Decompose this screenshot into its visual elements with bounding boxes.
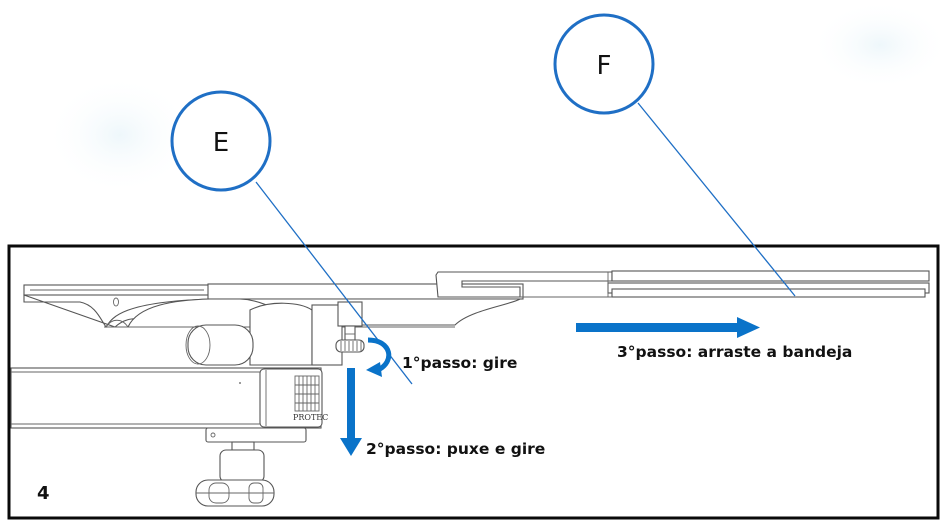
leader-line-f — [637, 102, 796, 297]
callout-letter-f: F — [597, 51, 612, 81]
callout-f: F — [553, 13, 796, 297]
rotate-arrowhead-icon — [366, 362, 382, 377]
down-arrow-icon — [340, 438, 362, 456]
device-drawing: PROTEC — [10, 270, 930, 507]
panel-frame — [7, 244, 940, 520]
rotate-arrow-icon — [367, 337, 392, 373]
panel-number: 4 — [37, 483, 50, 504]
clamp-body — [185, 302, 343, 366]
step-1-label: 1°passo: gire — [402, 354, 517, 372]
rail-arm: PROTEC — [10, 367, 328, 429]
callout-letter-e: E — [213, 128, 229, 158]
background-smudge — [810, 0, 950, 90]
background-smudge — [45, 75, 195, 195]
step-2-label: 2°passo: puxe e gire — [366, 440, 545, 458]
brand-label: PROTEC — [293, 413, 328, 422]
right-arrow-icon — [737, 317, 760, 338]
callout-circle-f — [553, 13, 655, 115]
step-3-label: 3°passo: arraste a bandeja — [617, 343, 852, 361]
brand-label-grid — [294, 375, 320, 412]
sliding-tray — [435, 270, 930, 298]
step-2: 2°passo: puxe e gire — [340, 368, 545, 458]
down-arrow-shaft — [347, 368, 355, 440]
lower-mount — [195, 427, 307, 507]
right-arrow-shaft — [576, 323, 738, 332]
callout-circle-e — [170, 90, 272, 192]
step-3: 3°passo: arraste a bandeja — [576, 317, 852, 361]
step-1: 1°passo: gire — [366, 337, 517, 377]
